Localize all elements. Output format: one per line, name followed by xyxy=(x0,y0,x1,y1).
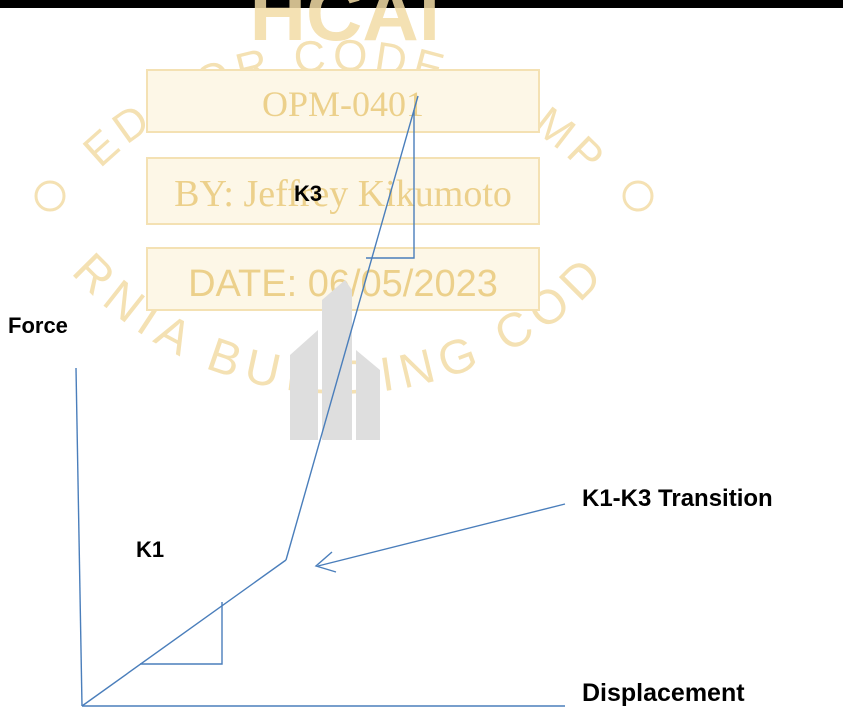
k1-curve-segment xyxy=(82,560,286,706)
stamp-logo-text: HCAi xyxy=(250,0,441,57)
displacement-axis-label: Displacement xyxy=(582,679,745,707)
approval-stamp-watermark: REVIEWED FOR CODE COMPLIANCE CALIFORNIA … xyxy=(0,0,652,440)
transition-label: K1-K3 Transition xyxy=(582,485,773,512)
k1-label: K1 xyxy=(136,537,164,562)
stamp-dot-left xyxy=(36,182,64,210)
k3-label: K3 xyxy=(294,181,322,206)
stamp-reviewer: BY: Jeffrey Kikumoto xyxy=(174,173,512,215)
stamp-opm-number: OPM-0401 xyxy=(262,84,424,124)
transition-arrow-line xyxy=(318,504,565,566)
force-axis xyxy=(76,368,82,706)
stamp-dot-right xyxy=(624,182,652,210)
k1-slope-triangle xyxy=(140,602,222,664)
force-axis-label: Force xyxy=(8,313,68,338)
